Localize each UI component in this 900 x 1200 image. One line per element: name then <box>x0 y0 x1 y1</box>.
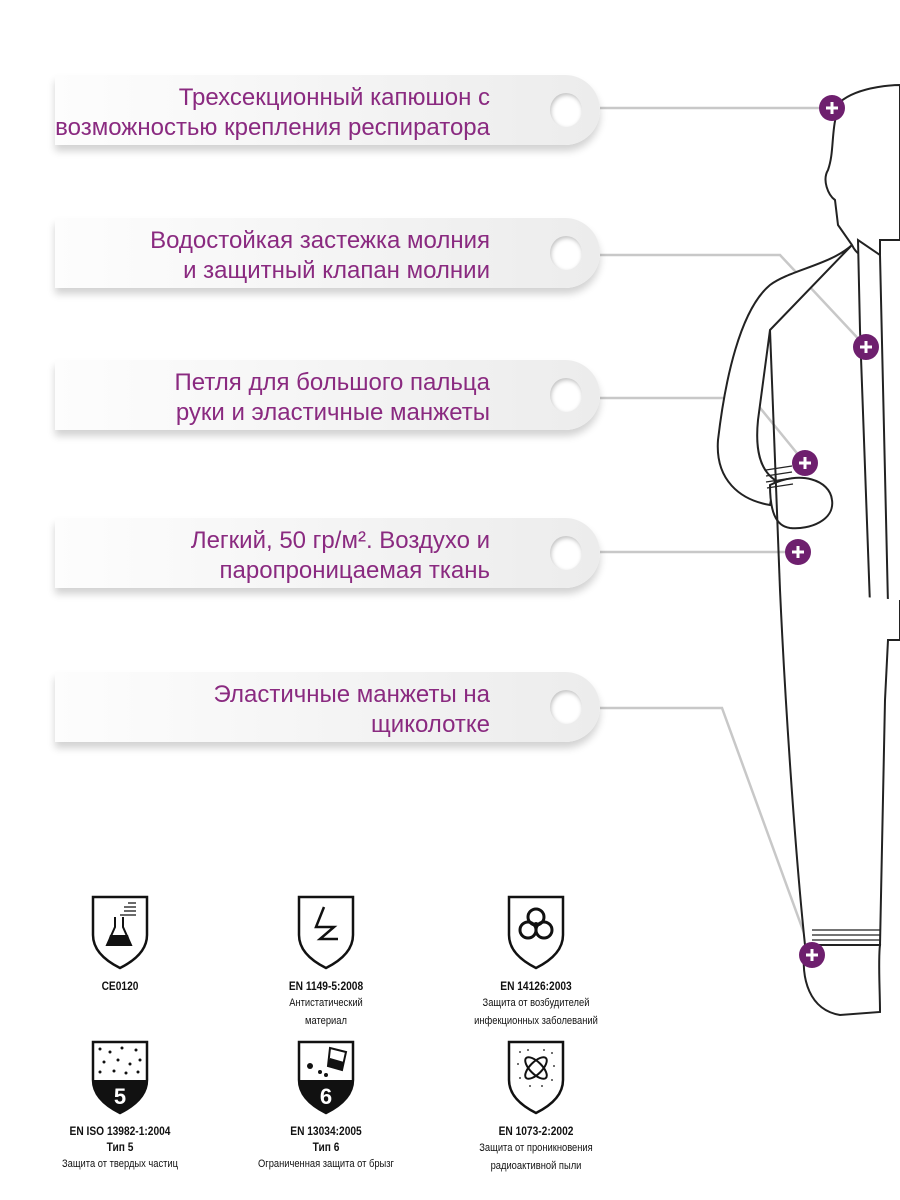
chemical-flask-icon <box>91 895 149 970</box>
coverall-outline <box>716 83 900 1017</box>
cert-standard: EN ISO 13982-1:2004 <box>69 1124 171 1138</box>
leader-line-zipper <box>600 253 867 348</box>
cert-en14126: EN 14126:2003 Защита от возбудителей инф… <box>436 895 636 1030</box>
cert-en1149: EN 1149-5:2008 Антистатический материал <box>226 895 426 1030</box>
cert-en-iso-13982: 5 EN ISO 13982-1:2004 Тип 5 Защита от тв… <box>20 1040 220 1173</box>
cert-type: Тип 5 <box>106 1140 134 1154</box>
cert-description: Антистатический <box>289 997 363 1009</box>
cert-description: Защита от возбудителей <box>482 997 590 1009</box>
cert-ce0120: CE0120 <box>20 895 220 994</box>
cert-standard: EN 1149-5:2008 <box>288 979 364 993</box>
type-number: 5 <box>114 1084 126 1109</box>
feature-text: Легкий, 50 гр/м². Воздухо и <box>190 527 490 554</box>
tag-hole <box>550 93 582 127</box>
feature-text: паропроницаемая ткань <box>219 557 490 584</box>
tag-hole <box>550 536 582 570</box>
antistatic-icon <box>297 895 355 970</box>
cert-description: инфекционных заболеваний <box>474 1015 598 1027</box>
type-number: 6 <box>320 1084 332 1109</box>
cert-type: Тип 6 <box>312 1140 340 1154</box>
marker-zipper <box>853 334 879 360</box>
feature-text: Петля для большого пальца <box>174 369 490 396</box>
feature-text: Трехсекционный капюшон с <box>178 84 490 111</box>
cert-en1073: EN 1073-2:2002 Защита от проникновения р… <box>436 1040 636 1175</box>
markers <box>785 95 879 968</box>
feature-tag-hood: Трехсекционный капюшон с возможностью кре… <box>55 75 600 145</box>
feature-text: щиколотке <box>371 711 490 738</box>
cert-standard: EN 13034:2005 <box>290 1124 362 1138</box>
cert-standard: EN 14126:2003 <box>500 979 572 993</box>
tag-hole <box>550 378 582 412</box>
cert-description: радиоактивной пыли <box>490 1160 582 1172</box>
tag-hole <box>550 236 582 270</box>
feature-text: возможностью крепления респиратора <box>55 114 490 141</box>
particles-type5-icon: 5 <box>91 1040 149 1115</box>
cert-description: материал <box>305 1015 347 1027</box>
cert-description: Ограниченная защита от брызг <box>258 1158 394 1170</box>
cert-standard: EN 1073-2:2002 <box>498 1124 574 1138</box>
feature-tag-fabric: Легкий, 50 гр/м². Воздухо и паропроницаем… <box>55 518 600 588</box>
marker-hood <box>819 95 845 121</box>
cert-description: Защита от проникновения <box>479 1142 593 1154</box>
splash-type6-icon: 6 <box>297 1040 355 1115</box>
leader-line-ankle <box>600 706 814 956</box>
cert-description: Защита от твердых частиц <box>62 1158 178 1170</box>
cuff-ribbing <box>765 465 880 941</box>
feature-tag-cuffs: Петля для большого пальца руки и эластичн… <box>55 360 600 430</box>
biohazard-icon <box>507 895 565 970</box>
marker-cuffs <box>792 450 818 476</box>
feature-text: Эластичные манжеты на <box>213 681 490 708</box>
tag-hole <box>550 690 582 724</box>
feature-text: Водостойкая застежка молния <box>150 227 490 254</box>
radioactive-dust-icon <box>507 1040 565 1115</box>
feature-text: и защитный клапан молнии <box>183 257 490 284</box>
marker-fabric <box>785 539 811 565</box>
feature-tag-zipper: Водостойкая застежка молния и защитный кл… <box>55 218 600 288</box>
cert-standard: CE0120 <box>101 979 139 993</box>
marker-ankle <box>799 942 825 968</box>
feature-tag-ankle: Эластичные манжеты на щиколотке <box>55 672 600 742</box>
cert-en13034: 6 EN 13034:2005 Тип 6 Ограниченная защит… <box>226 1040 426 1173</box>
feature-text: руки и эластичные манжеты <box>175 399 490 426</box>
